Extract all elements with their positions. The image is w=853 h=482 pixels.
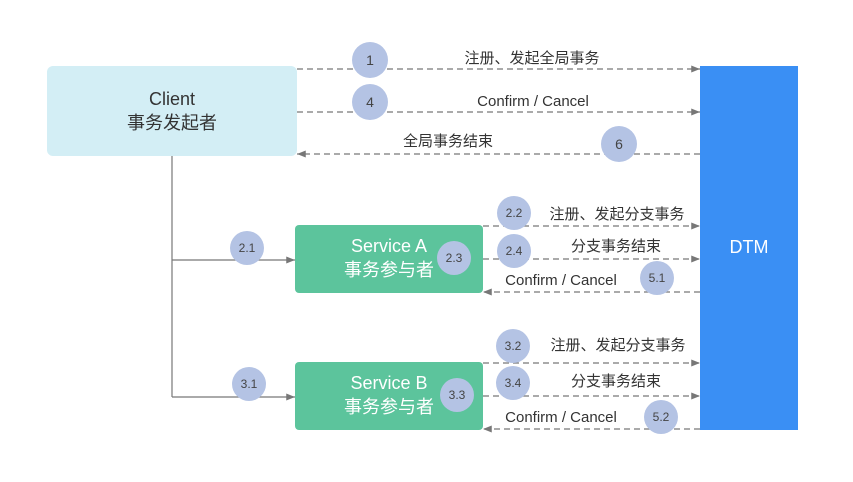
edge-label-4: Confirm / Cancel [477,93,589,110]
edge-label-3-4: 分支事务结束 [571,373,661,390]
service-a-subtitle: 事务参与者 [344,260,434,280]
step-badge-5-1: 5.1 [640,261,674,295]
step-badge-2-1-circle [230,231,264,265]
step-badge-3-2-number: 3.2 [505,339,522,353]
step-badge-3-1: 3.1 [232,367,266,401]
connectors [171,65,700,433]
step-badge-1-circle [352,42,388,78]
client-subtitle: 事务发起者 [127,113,217,133]
step-badge-2-2-circle [497,196,531,230]
edge-label-5-2: Confirm / Cancel [505,409,617,426]
step-badge-3-3-circle [440,378,474,412]
step-badge-2-2-number: 2.2 [506,206,523,220]
edge-labels: 注册、发起全局事务 Confirm / Cancel 全局事务结束 注册、发起分… [403,49,686,426]
step-badge-2-1-number: 2.1 [239,241,256,255]
service-a-title: Service A [351,236,427,256]
step-badge-4-circle [352,84,388,120]
edge-label-1: 注册、发起全局事务 [464,49,599,67]
step-badge-1: 1 [352,42,388,78]
step-badge-2-4: 2.4 [497,234,531,268]
dtm-node: DTM [700,66,798,430]
step-badge-1-number: 1 [366,52,374,68]
edge-label-2-4: 分支事务结束 [571,238,661,255]
client-title: Client [149,89,195,109]
step-badge-5-2: 5.2 [644,400,678,434]
step-badge-3-4-number: 3.4 [505,376,522,390]
step-badge-3-1-number: 3.1 [241,377,258,391]
step-badge-3-2: 3.2 [496,329,530,363]
dtm-title: DTM [730,237,769,257]
step-badge-3-4: 3.4 [496,366,530,400]
service-b-title: Service B [350,373,427,393]
step-badge-3-1-circle [232,367,266,401]
step-badge-2-3-number: 2.3 [446,251,463,265]
step-badge-2-4-circle [497,234,531,268]
service-b-node: Service B 事务参与者 [295,362,483,430]
step-badge-5-2-number: 5.2 [653,410,670,424]
service-b-subtitle: 事务参与者 [344,397,434,417]
edge-label-3-2: 注册、发起分支事务 [550,337,685,354]
step-badge-5-1-number: 5.1 [649,271,666,285]
step-badge-2-4-number: 2.4 [506,244,523,258]
step-badge-3-4-circle [496,366,530,400]
step-badge-4: 4 [352,84,388,120]
service-a-node: Service A 事务参与者 [295,225,483,293]
edge-label-6: 全局事务结束 [403,132,493,150]
step-badges: 1 4 6 2.1 2.2 2.3 2.4 5.1 [230,42,678,434]
step-badge-2-3-circle [437,241,471,275]
service-a-box [295,225,483,293]
step-badge-5-2-circle [644,400,678,434]
edge-label-2-2: 注册、发起分支事务 [549,206,684,223]
step-badge-5-1-circle [640,261,674,295]
step-badge-6-circle [601,126,637,162]
client-node: Client 事务发起者 [47,66,297,156]
step-badge-4-number: 4 [366,94,374,110]
step-badge-6-number: 6 [615,136,623,152]
step-badge-6: 6 [601,126,637,162]
step-badge-3-3-number: 3.3 [449,388,466,402]
edge-label-5-1: Confirm / Cancel [505,272,617,289]
step-badge-2-2: 2.2 [497,196,531,230]
step-badge-2-1: 2.1 [230,231,264,265]
step-badge-3-2-circle [496,329,530,363]
step-badge-3-3: 3.3 [440,378,474,412]
dtm-box [700,66,798,430]
client-box [47,66,297,156]
step-badge-2-3: 2.3 [437,241,471,275]
service-b-box [295,362,483,430]
